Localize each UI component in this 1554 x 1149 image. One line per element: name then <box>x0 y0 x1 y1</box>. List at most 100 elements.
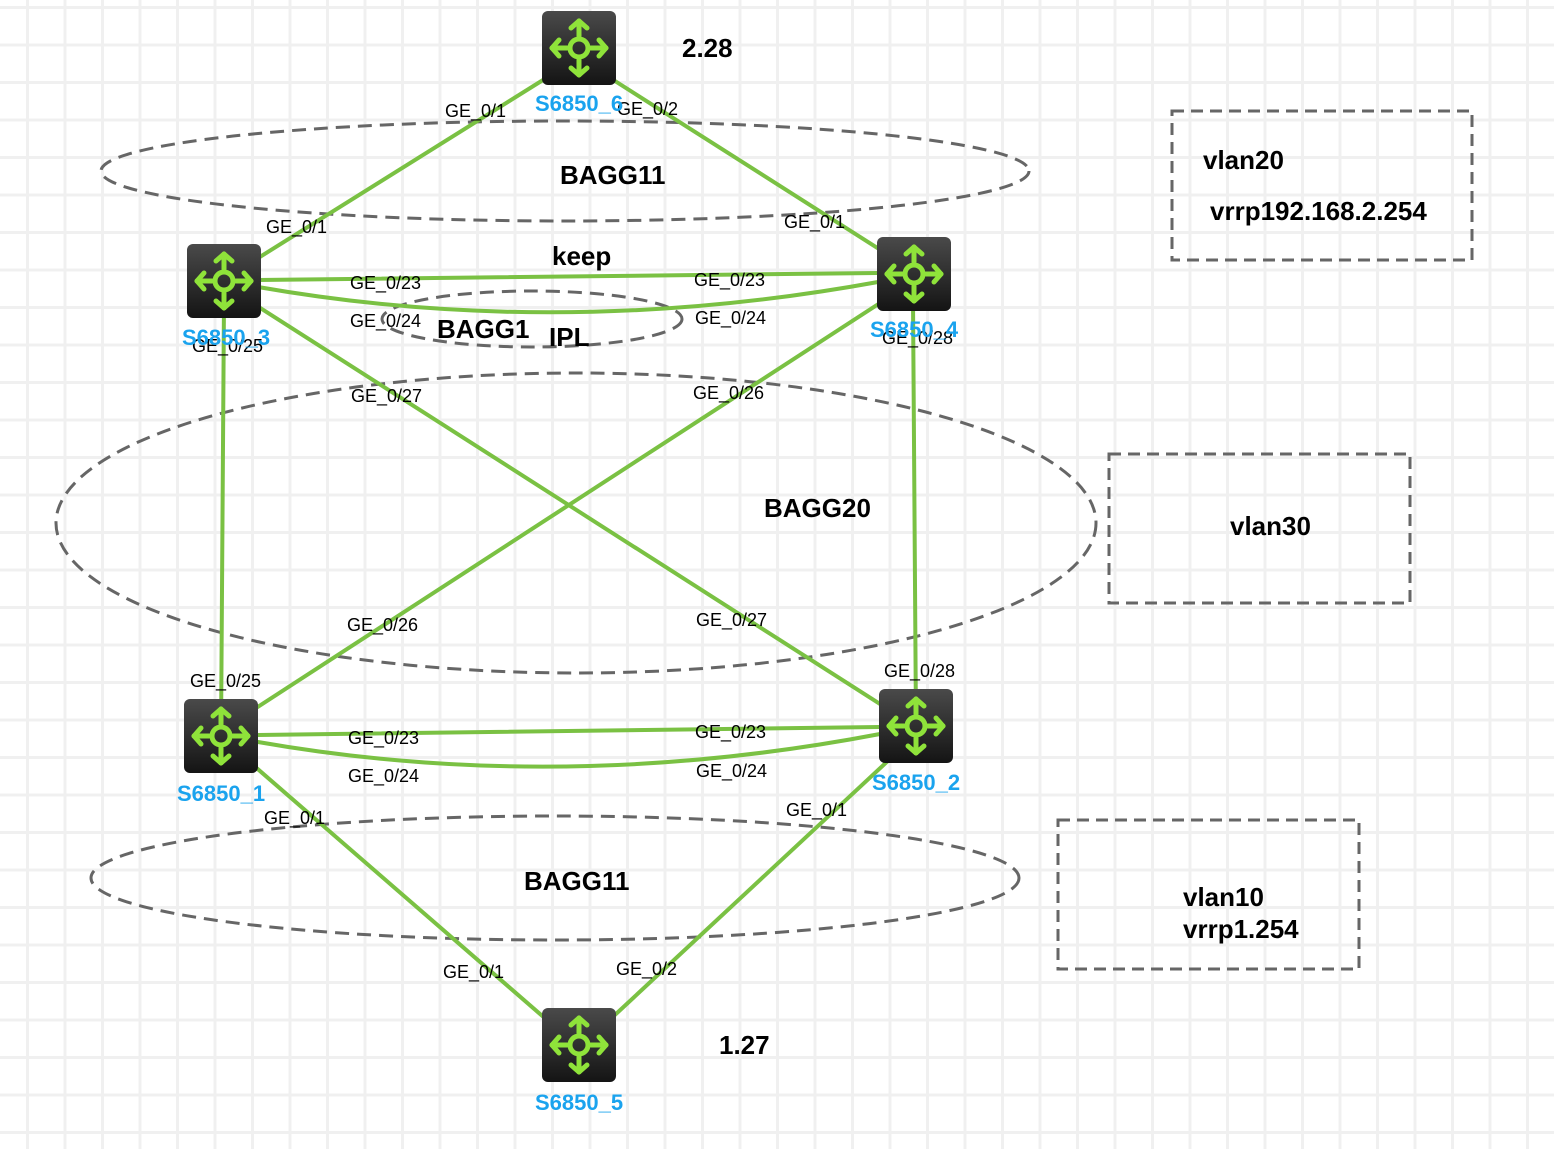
port-label: GE_0/1 <box>266 217 327 238</box>
device-s6850-6[interactable] <box>542 11 616 85</box>
device-s6850-1[interactable] <box>184 699 258 773</box>
router-icon <box>542 1008 616 1082</box>
router-icon-arrowhead <box>905 743 927 756</box>
vlan-box-vlan10[interactable] <box>1056 818 1361 971</box>
port-label: GE_0/1 <box>443 962 504 983</box>
vlan-box-vlan30[interactable] <box>1107 452 1412 605</box>
router-icon-arrowhead <box>210 753 232 766</box>
link-s6850-2-to-s6850-5[interactable] <box>586 743 907 1042</box>
router-icon-body <box>877 237 951 311</box>
port-label: GE_0/1 <box>784 212 845 233</box>
router-icon-arrowhead <box>886 715 899 737</box>
device-name-s6850-6[interactable]: S6850_6 <box>535 91 623 116</box>
router-icon-arrowhead <box>905 696 927 709</box>
router-icon-arrowhead <box>549 37 562 59</box>
link-s6850-3-to-s6850-1[interactable] <box>219 298 226 737</box>
router-icon-arrowhead <box>191 725 204 747</box>
vlan-label: vlan30 <box>1230 511 1311 541</box>
port-label: GE_0/1 <box>445 101 506 122</box>
port-label: GE_0/24 <box>695 308 766 329</box>
router-icon-body <box>184 699 258 773</box>
device-name-s6850-2[interactable]: S6850_2 <box>872 770 960 795</box>
port-label: GE_0/1 <box>786 800 847 821</box>
router-icon-body <box>542 1008 616 1082</box>
router-icon-arrowhead <box>568 1062 590 1075</box>
group-label-bagg11-top: BAGG11 <box>560 160 666 190</box>
vlan-label: vlan10 <box>1183 882 1264 912</box>
port-label: GE_0/23 <box>348 728 419 749</box>
router-icon-arrowhead <box>903 244 925 257</box>
link-s6850-3-to-s6850-2[interactable] <box>238 293 918 729</box>
router-icon <box>879 689 953 763</box>
router-icon-ring <box>567 1033 591 1057</box>
port-label: GE_0/25 <box>190 671 261 692</box>
router-icon-arrowhead <box>933 715 946 737</box>
router-icon-arrowhead <box>194 270 207 292</box>
device-s6850-2[interactable] <box>879 689 953 763</box>
router-icon <box>187 244 261 318</box>
link-s6850-6-to-s6850-3[interactable] <box>221 58 577 282</box>
router-icon-arrowhead <box>568 65 590 78</box>
group-ellipse-bagg20[interactable] <box>54 371 1098 675</box>
vlan-labels: vlan20 vrrp192.168.2.254 vlan30 vlan10 v… <box>1183 145 1427 944</box>
router-icon-arrowhead <box>884 263 897 285</box>
devices <box>184 11 953 1082</box>
port-label: GE_0/1 <box>264 808 325 829</box>
device-name-s6850-3[interactable]: S6850_3 <box>182 325 270 350</box>
port-label: GE_0/2 <box>617 99 678 120</box>
port-label: GE_0/28 <box>882 328 953 349</box>
router-icon <box>542 11 616 85</box>
link-s6850-1-to-s6850-2-ge0-23[interactable] <box>256 725 882 737</box>
router-icon-arrowhead <box>568 1015 590 1028</box>
port-label: GE_0/24 <box>350 311 421 332</box>
device-note-s6850-5: 1.27 <box>719 1030 770 1060</box>
device-s6850-3[interactable] <box>187 244 261 318</box>
group-ellipse-bagg11-bottom[interactable] <box>89 814 1021 942</box>
vlan-box-vlan20[interactable] <box>1170 109 1474 262</box>
port-label: GE_0/24 <box>696 761 767 782</box>
router-icon-ring <box>209 724 233 748</box>
link-s6850-1-to-s6850-5[interactable] <box>228 743 572 1042</box>
router-icon-arrowhead <box>568 18 590 31</box>
group-label-ipl: IPL <box>549 322 590 352</box>
router-icon-body <box>187 244 261 318</box>
device-name-s6850-1[interactable]: S6850_1 <box>177 781 265 806</box>
link-s6850-4-to-s6850-1[interactable] <box>228 288 902 727</box>
link-s6850-4-to-s6850-2[interactable] <box>911 298 918 729</box>
port-label: GE_0/26 <box>347 615 418 636</box>
port-label: GE_0/2 <box>616 959 677 980</box>
group-ellipse-bagg1-ipl[interactable] <box>380 289 684 349</box>
link-aggregation-groups <box>54 119 1098 942</box>
group-label-bagg20: BAGG20 <box>764 493 871 523</box>
group-label-bagg11-bottom: BAGG11 <box>524 866 630 896</box>
link-s6850-3-to-s6850-4-ge0-23[interactable] <box>256 271 880 282</box>
router-icon-arrowhead <box>931 263 944 285</box>
port-label: GE_0/25 <box>192 336 263 357</box>
link-s6850-3-to-s6850-4-ge0-24[interactable] <box>256 280 880 315</box>
vrrp-label: vrrp192.168.2.254 <box>1210 196 1427 226</box>
link-s6850-6-to-s6850-4[interactable] <box>580 58 914 272</box>
router-icon-arrowhead <box>213 251 235 264</box>
port-label: GE_0/27 <box>696 610 767 631</box>
router-icon-body <box>542 11 616 85</box>
device-name-s6850-4[interactable]: S6850_4 <box>870 317 959 342</box>
router-icon-arrowhead <box>903 291 925 304</box>
port-label: GE_0/24 <box>348 766 419 787</box>
router-icon <box>184 699 258 773</box>
router-icon-ring <box>567 36 591 60</box>
port-labels: GE_0/1 GE_0/1 GE_0/2 GE_0/1 GE_0/23 GE_0… <box>190 99 955 983</box>
group-label-keep: keep <box>552 241 611 271</box>
router-icon-ring <box>212 269 236 293</box>
device-note-s6850-6: 2.28 <box>682 33 733 63</box>
router-icon-arrowhead <box>549 1034 562 1056</box>
device-s6850-4[interactable] <box>877 237 951 311</box>
device-s6850-5[interactable] <box>542 1008 616 1082</box>
port-label: GE_0/28 <box>884 661 955 682</box>
group-ellipse-bagg11-top[interactable] <box>99 119 1031 223</box>
vlan-label: vlan20 <box>1203 145 1284 175</box>
device-name-s6850-5[interactable]: S6850_5 <box>535 1090 623 1115</box>
router-icon-arrowhead <box>238 725 251 747</box>
link-s6850-1-to-s6850-2-ge0-24[interactable] <box>256 732 882 769</box>
